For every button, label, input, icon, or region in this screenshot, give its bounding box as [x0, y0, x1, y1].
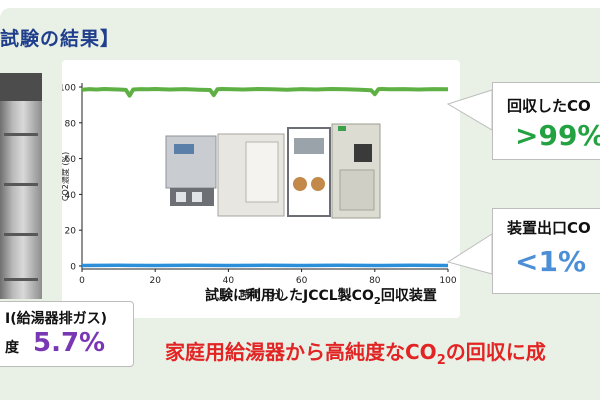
photo-shelf [4, 133, 38, 136]
x-tick-label: 0 [79, 276, 85, 286]
exhaust-gas-prefix: 度 [5, 340, 19, 356]
water-heater-photo [0, 73, 42, 299]
top-callout-pointer [446, 86, 498, 138]
exhaust-gas-label: I(給湯器排ガス) [5, 311, 108, 327]
equipment-panel [174, 144, 194, 154]
photo-duct [0, 73, 42, 101]
page-heading: 試験の結果】 [0, 28, 121, 50]
x-tick-label: 100 [439, 276, 456, 286]
photo-shelf [4, 233, 38, 236]
co2-recovery-equipment-photo [165, 123, 381, 219]
photo-shelf [4, 183, 38, 186]
outlet-co2-callout: 装置出口CO <1% [492, 208, 600, 294]
recovered-co2-value: >99% [515, 119, 600, 152]
equipment-tank [176, 192, 186, 202]
x-tick-label: 80 [369, 276, 381, 286]
recovered-co2-callout: 回収したCO >99% [492, 82, 600, 160]
chart-card: 0 20 40 60 80 100 0 20 40 60 80 100 時間（分） CO2濃度 (%) 試… [62, 60, 460, 318]
y-tick-label: 0 [70, 263, 76, 273]
equipment-caption: 試験に利用したJCCL製CO2回収装置 [205, 288, 437, 307]
outlet-co2-value: <1% [515, 245, 586, 278]
photo-shelf [4, 278, 38, 281]
y-tick-label: 40 [65, 191, 77, 201]
equipment-panel-door [339, 169, 375, 211]
y-tick-label: 100 [62, 84, 76, 94]
x-axis-label: 時間（分） [240, 288, 290, 301]
y-axis-label: CO2濃度 (%) [62, 152, 70, 201]
result-message: 家庭用給湯器から高純度なCO2の回収に成 [165, 340, 546, 368]
x-tick-label: 40 [223, 276, 235, 286]
y-tick-label: 80 [65, 119, 77, 129]
exhaust-gas-box: I(給湯器排ガス) 度 5.7% [0, 301, 134, 367]
x-tick-label: 20 [149, 276, 161, 286]
axis-layer: 0 20 40 60 80 100 0 20 40 60 80 100 時間（分） CO2濃度 (%) [62, 83, 457, 301]
equipment-frame [287, 127, 331, 217]
recovered-co2-label: 回収したCO [507, 97, 591, 115]
equipment-indicator [338, 126, 346, 131]
equipment-unit-1 [165, 135, 217, 189]
exhaust-gas-value: 5.7% [33, 328, 106, 358]
series-recovered-co2-line [81, 87, 449, 98]
bottom-callout-pointer [446, 230, 498, 282]
y-tick-label: 60 [65, 155, 77, 165]
equipment-pipework [294, 138, 324, 154]
x-tick-label: 60 [296, 276, 308, 286]
equipment-display [354, 144, 372, 162]
equipment-tank [192, 192, 202, 202]
equipment-cabinet-door [245, 141, 279, 203]
equipment-vessel [311, 177, 325, 191]
outlet-co2-label: 装置出口CO [507, 219, 591, 237]
co2-concentration-chart: 0 20 40 60 80 100 0 20 40 60 80 100 時間（分） CO2濃度 (%) [62, 83, 457, 301]
equipment-vessel [293, 177, 307, 191]
y-tick-label: 20 [65, 227, 77, 237]
